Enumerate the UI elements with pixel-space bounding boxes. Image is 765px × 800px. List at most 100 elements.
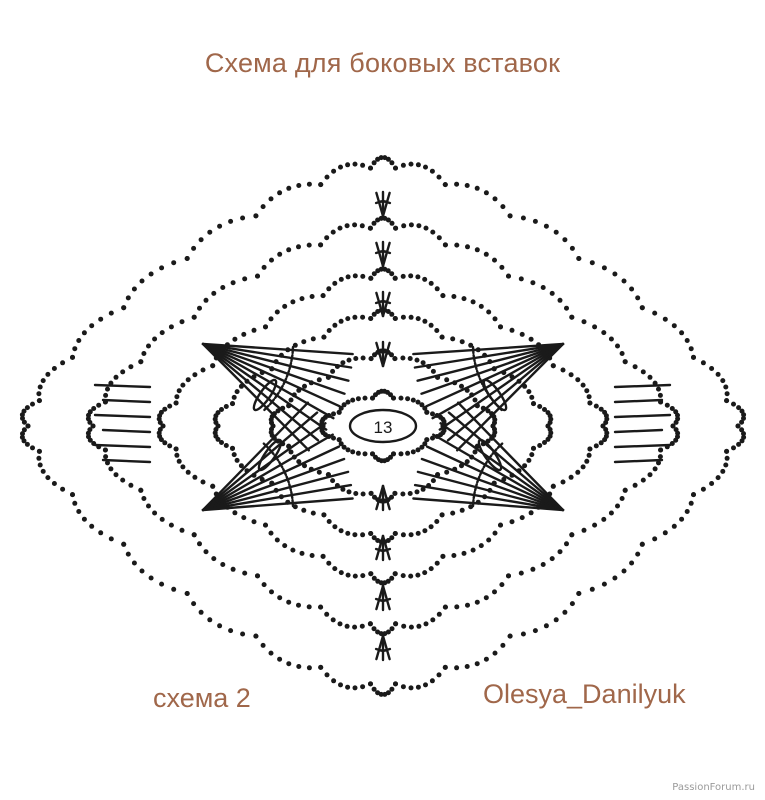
treble-stitch	[263, 404, 270, 412]
chain-stitch	[420, 360, 426, 366]
chain-stitch	[96, 402, 102, 408]
chain-stitch	[338, 682, 343, 688]
chain-stitch	[587, 400, 593, 406]
chain-stitch	[268, 530, 274, 536]
chain-stitch	[436, 174, 442, 180]
chain-stitch	[191, 245, 197, 251]
treble-stitch	[420, 457, 565, 512]
chain-stitch	[219, 407, 224, 412]
chain-stitch	[371, 686, 377, 692]
chain-stitch	[532, 628, 538, 634]
chain-stitch	[338, 318, 344, 324]
chain-stitch	[352, 314, 358, 320]
chain-stitch	[518, 570, 524, 576]
chain-stitch	[405, 396, 411, 402]
chain-stitch	[238, 463, 244, 469]
chain-stitch	[581, 527, 587, 533]
chain-stitch	[20, 415, 25, 421]
chain-stitch	[220, 562, 226, 567]
chain-stitch	[360, 314, 366, 320]
treble-stitch	[285, 475, 290, 484]
chain-stitch	[360, 355, 366, 361]
center-round-number: 13	[374, 418, 393, 437]
chain-stitch	[277, 251, 283, 257]
chain-stitch	[530, 280, 536, 286]
treble-stitch	[382, 300, 392, 305]
chain-stitch	[688, 346, 694, 352]
chain-stitch	[360, 491, 366, 497]
chain-stitch	[486, 537, 492, 543]
author-credit: Olesya_Danilyuk	[483, 679, 686, 709]
chain-stitch	[158, 409, 164, 415]
chain-stitch	[657, 454, 663, 460]
chain-stitch	[422, 528, 428, 534]
chain-stitch	[423, 164, 428, 170]
chain-stitch	[121, 541, 127, 547]
chain-stitch	[679, 516, 685, 522]
chain-stitch	[70, 492, 75, 498]
chain-stitch	[223, 443, 229, 448]
chain-stitch	[670, 423, 676, 429]
chain-stitch	[715, 475, 721, 481]
chain-stitch	[353, 491, 359, 496]
chain-stitch	[731, 445, 736, 451]
chain-stitch	[338, 528, 344, 534]
chain-stitch	[368, 356, 374, 362]
chain-stitch	[180, 382, 186, 388]
treble-stitch	[268, 448, 275, 455]
chain-stitch	[125, 295, 131, 301]
chain-stitch	[159, 516, 165, 522]
chain-stitch	[679, 330, 685, 336]
chain-stitch	[470, 299, 476, 305]
chain-stitch	[414, 489, 420, 495]
chain-stitch	[507, 213, 513, 219]
chain-stitch	[454, 604, 460, 610]
chain-stitch	[392, 356, 398, 362]
chain-stitch	[444, 469, 450, 475]
chain-stitch	[301, 339, 307, 345]
chain-stitch	[398, 451, 404, 457]
chain-stitch	[662, 530, 668, 536]
chain-stitch	[415, 530, 421, 536]
chain-stitch	[439, 334, 445, 340]
chain-stitch	[540, 562, 546, 567]
chain-stitch	[352, 273, 358, 279]
chain-stitch	[424, 409, 430, 415]
chain-stitch	[81, 516, 87, 522]
chain-stitch	[498, 324, 503, 330]
chain-stitch	[230, 566, 236, 572]
chain-stitch	[131, 286, 137, 292]
chain-stitch	[415, 274, 421, 280]
center-ring	[348, 408, 418, 444]
chain-stitch	[234, 457, 240, 463]
chain-stitch	[338, 441, 344, 447]
chain-stitch	[138, 359, 144, 365]
chain-stitch	[664, 402, 670, 408]
chain-stitch	[341, 402, 347, 408]
chain-stitch	[428, 566, 434, 572]
treble-stitch	[201, 342, 350, 382]
treble-stitch	[613, 428, 664, 434]
chain-stitch	[108, 536, 114, 542]
chain-stitch	[419, 444, 425, 450]
chain-stitch	[21, 419, 27, 425]
chain-stitch	[368, 531, 374, 536]
chain-stitch	[217, 623, 223, 629]
chain-stitch	[24, 405, 30, 411]
chain-stitch	[352, 532, 358, 538]
chain-stitch	[85, 416, 91, 422]
treble-stitch	[473, 361, 478, 371]
treble-stitch	[201, 483, 353, 512]
picot-loop	[477, 438, 503, 472]
chain-stitch	[543, 623, 549, 629]
chain-stitch	[337, 621, 343, 627]
chain-stitch	[483, 595, 489, 601]
treble-stitch	[290, 490, 294, 500]
chain-stitch	[400, 684, 406, 690]
treble-stitch	[291, 498, 295, 508]
chain-stitch	[691, 354, 696, 360]
chain-stitch	[423, 225, 429, 231]
chain-stitch	[675, 412, 680, 418]
chain-stitch	[368, 165, 373, 171]
chain-stitch	[362, 395, 368, 401]
